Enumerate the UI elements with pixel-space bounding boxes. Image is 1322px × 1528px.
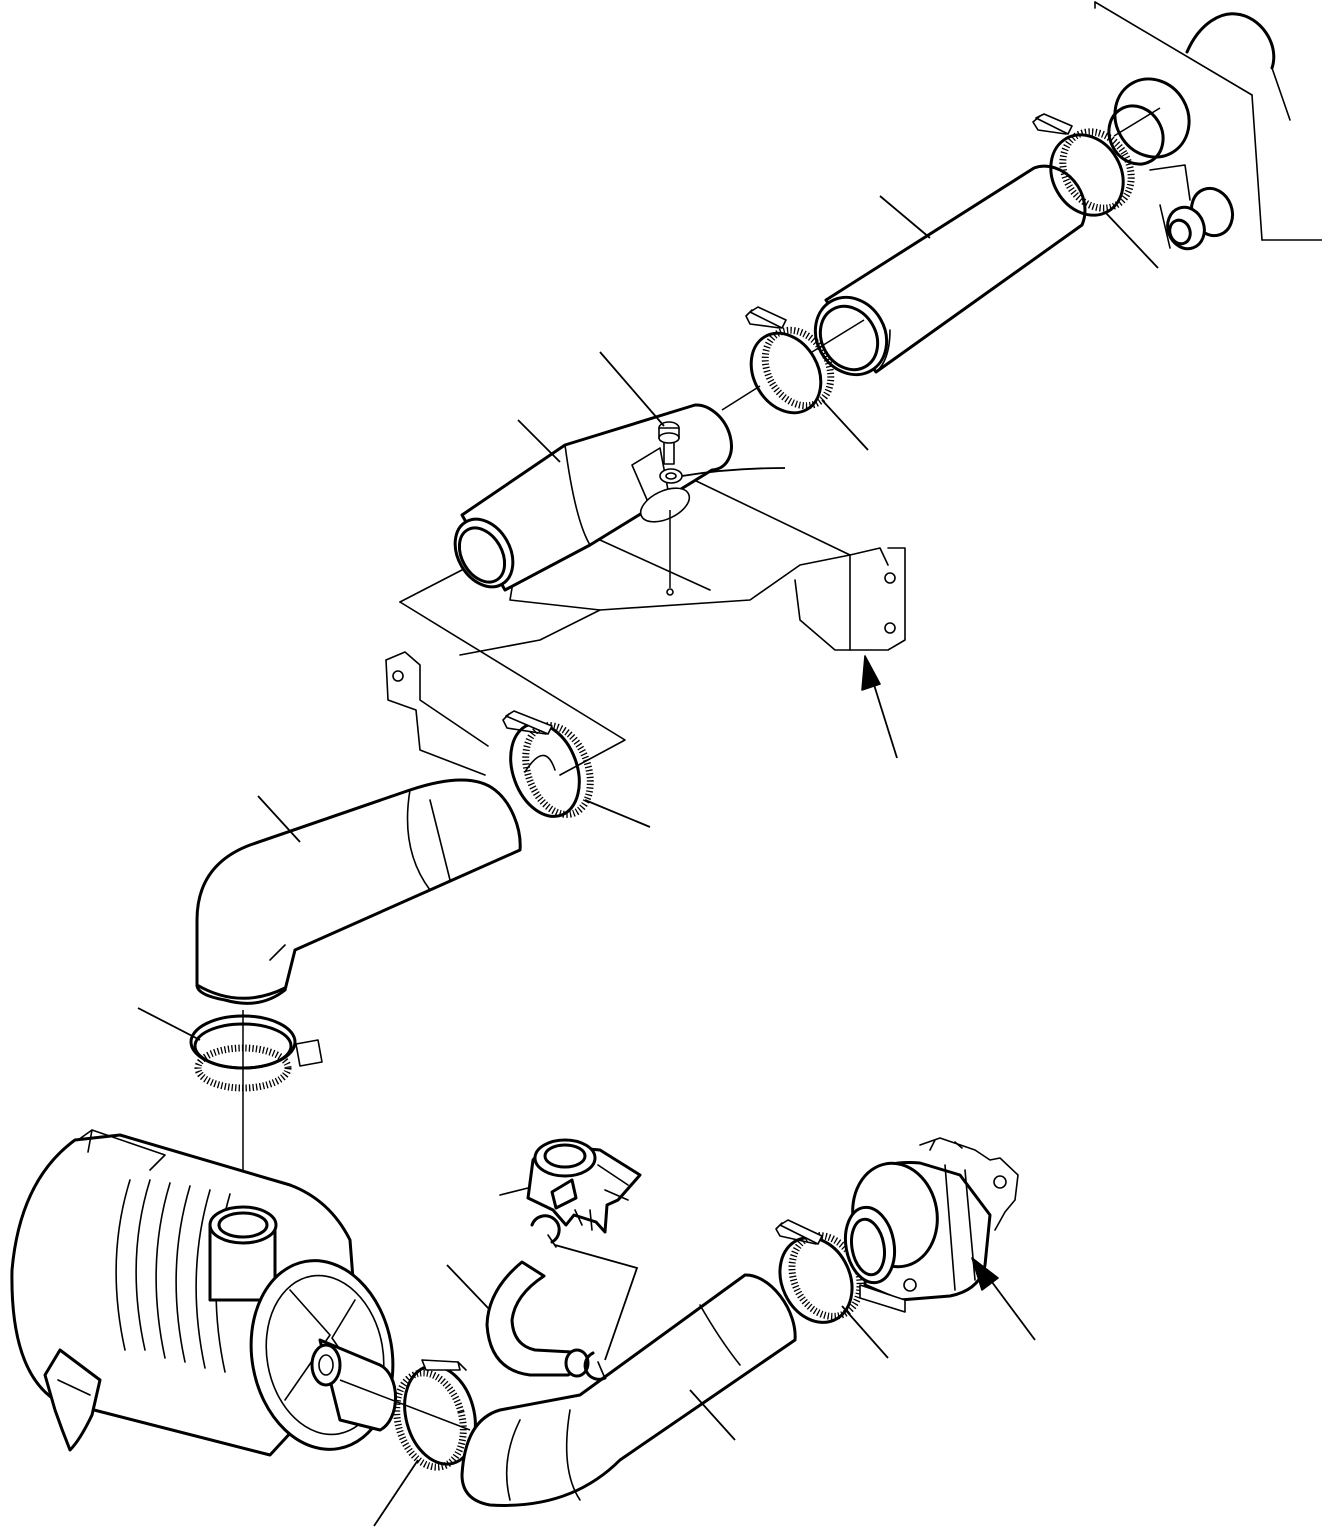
leader-bolt: [599, 351, 665, 427]
straight-hose-upper: [813, 164, 1087, 377]
air-cleaner: [10, 1129, 398, 1457]
leader-clamp-lower-right: [841, 1305, 889, 1359]
lower-hose: [460, 1273, 797, 1507]
washer: [659, 468, 683, 484]
leader-small-hose: [446, 1264, 491, 1311]
small-hose: [485, 1260, 590, 1378]
leader-clamp-upper-right: [1104, 211, 1159, 269]
leader-clamp-lower-left: [137, 1007, 201, 1041]
hose-clamp-bottom: [393, 1359, 477, 1471]
leader-clips: [554, 1244, 639, 1361]
leader-pipe: [517, 419, 561, 463]
arrow-bracket: [861, 655, 881, 691]
leader-clamp-upper-mid: [821, 399, 869, 451]
breather-fitting: [499, 1138, 642, 1234]
engine-block: [1094, 1, 1322, 251]
hose-clamp-mid: [502, 710, 594, 818]
turbocharger: [843, 1137, 1019, 1313]
arrow-turbocharger: [971, 1257, 999, 1291]
connector-pipe: [453, 403, 733, 592]
bolt: [658, 421, 680, 465]
hose-clamp-lower-left: [189, 1014, 323, 1092]
hose-clamp-upper-mid: [745, 306, 835, 415]
elbow-hose: [195, 778, 522, 1005]
clips: [530, 1214, 607, 1381]
leader-elbow-hose: [257, 795, 301, 843]
leader-lower-hose: [689, 1389, 736, 1441]
leader-lines: [137, 195, 1159, 1527]
leader-clamp-bottom: [373, 1459, 419, 1527]
leader-washer: [681, 467, 786, 477]
leader-straight-hose: [879, 195, 931, 239]
leader-clamp-mid: [584, 799, 651, 828]
assembly-axis-upper: [721, 107, 1161, 411]
